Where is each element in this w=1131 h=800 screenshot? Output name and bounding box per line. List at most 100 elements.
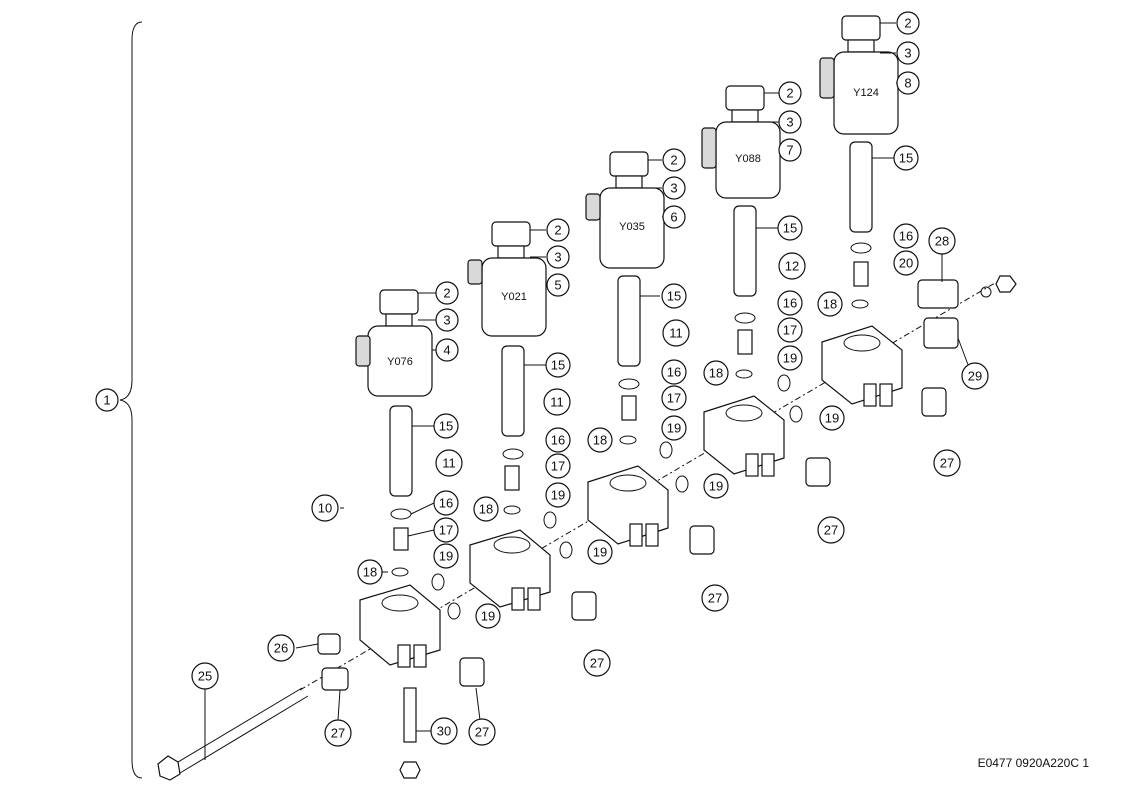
callout-1: 1 [95,388,119,412]
callout-30: 30 [430,717,458,745]
long-bolt [157,687,309,781]
callout-18: 18 [473,496,499,522]
svg-text:18: 18 [363,565,377,580]
callout-2: 2 [546,218,570,242]
callout-12: 12 [778,252,806,280]
callout-27: 27 [324,719,352,747]
svg-text:17: 17 [783,323,797,338]
svg-text:28: 28 [935,234,949,249]
callout-18: 18 [703,360,729,386]
svg-text:15: 15 [439,419,453,434]
svg-text:17: 17 [551,459,565,474]
callout-18: 18 [357,559,383,585]
svg-text:3: 3 [786,115,793,130]
svg-text:2: 2 [786,86,793,101]
svg-text:27: 27 [590,656,604,671]
callout-3: 3 [778,110,802,134]
callouts: 1 2 3 4 15 16 17 18 19 19 10 26 25 27 30… [95,11,989,747]
svg-text:19: 19 [667,421,681,436]
svg-text:3: 3 [443,313,450,328]
callout-2: 2 [435,281,459,305]
callout-26: 26 [267,634,295,662]
svg-text:17: 17 [667,391,681,406]
svg-text:19: 19 [825,411,839,426]
callout-16: 16 [893,223,919,249]
svg-text:20: 20 [899,256,913,271]
coil-label-y035: Y035 [619,221,645,233]
callout-17: 17 [545,453,571,479]
o-rings [431,374,803,620]
callout-18: 18 [587,427,613,453]
callout-11: 11 [662,319,690,347]
callout-2: 2 [778,81,802,105]
svg-text:27: 27 [475,725,489,740]
svg-text:12: 12 [785,259,799,274]
svg-text:7: 7 [786,143,793,158]
callout-19: 19 [703,473,729,499]
callout-2: 2 [896,11,920,35]
svg-text:29: 29 [968,369,982,384]
callout-17: 17 [433,517,459,543]
svg-text:2: 2 [554,223,561,238]
coil-label-y076: Y076 [387,356,413,368]
svg-text:18: 18 [593,433,607,448]
valve-stack-2 [467,221,551,611]
svg-text:15: 15 [551,358,565,373]
callout-11: 11 [543,388,571,416]
fittings [317,275,1017,779]
svg-text:16: 16 [551,433,565,448]
callout-27: 27 [817,516,845,544]
callout-7: 7 [778,138,802,162]
svg-text:5: 5 [554,278,561,293]
callout-28: 28 [928,227,956,255]
callout-19: 19 [819,405,845,431]
svg-text:16: 16 [439,496,453,511]
svg-text:25: 25 [198,669,212,684]
svg-text:11: 11 [442,456,456,471]
callout-4: 4 [435,338,459,362]
callout-2: 2 [662,148,686,172]
callout-19: 19 [433,543,459,569]
callout-16: 16 [433,490,459,516]
callout-15: 15 [661,283,687,309]
callout-19: 19 [587,539,613,565]
callout-11: 11 [435,449,463,477]
svg-text:18: 18 [823,297,837,312]
coil-label-y124: Y124 [853,87,879,99]
svg-text:2: 2 [443,286,450,301]
callout-20: 20 [893,250,919,276]
callout-3: 3 [435,308,459,332]
svg-text:19: 19 [593,545,607,560]
svg-text:27: 27 [331,726,345,741]
callout-5: 5 [546,273,570,297]
callout-15: 15 [893,145,919,171]
valve-stack-3 [585,151,669,547]
svg-text:19: 19 [783,351,797,366]
svg-text:2: 2 [904,16,911,31]
callout-15: 15 [433,413,459,439]
svg-text:10: 10 [318,501,332,516]
callout-16: 16 [661,359,687,385]
callout-19: 19 [475,603,501,629]
callout-3: 3 [546,245,570,269]
svg-text:16: 16 [667,365,681,380]
svg-text:15: 15 [783,221,797,236]
callout-27: 27 [583,649,611,677]
svg-text:3: 3 [554,250,561,265]
callout-29: 29 [961,362,989,390]
callout-18: 18 [817,291,843,317]
callout-15: 15 [777,215,803,241]
callout-17: 17 [661,385,687,411]
svg-text:11: 11 [550,395,564,410]
svg-text:19: 19 [709,479,723,494]
svg-text:4: 4 [443,343,450,358]
svg-text:26: 26 [274,641,288,656]
callout-3: 3 [662,176,686,200]
callout-27: 27 [933,449,961,477]
svg-text:19: 19 [551,488,565,503]
coil-label-y021: Y021 [501,291,527,303]
callout-8: 8 [896,71,920,95]
svg-text:1: 1 [103,393,110,408]
callout-27: 27 [701,584,729,612]
